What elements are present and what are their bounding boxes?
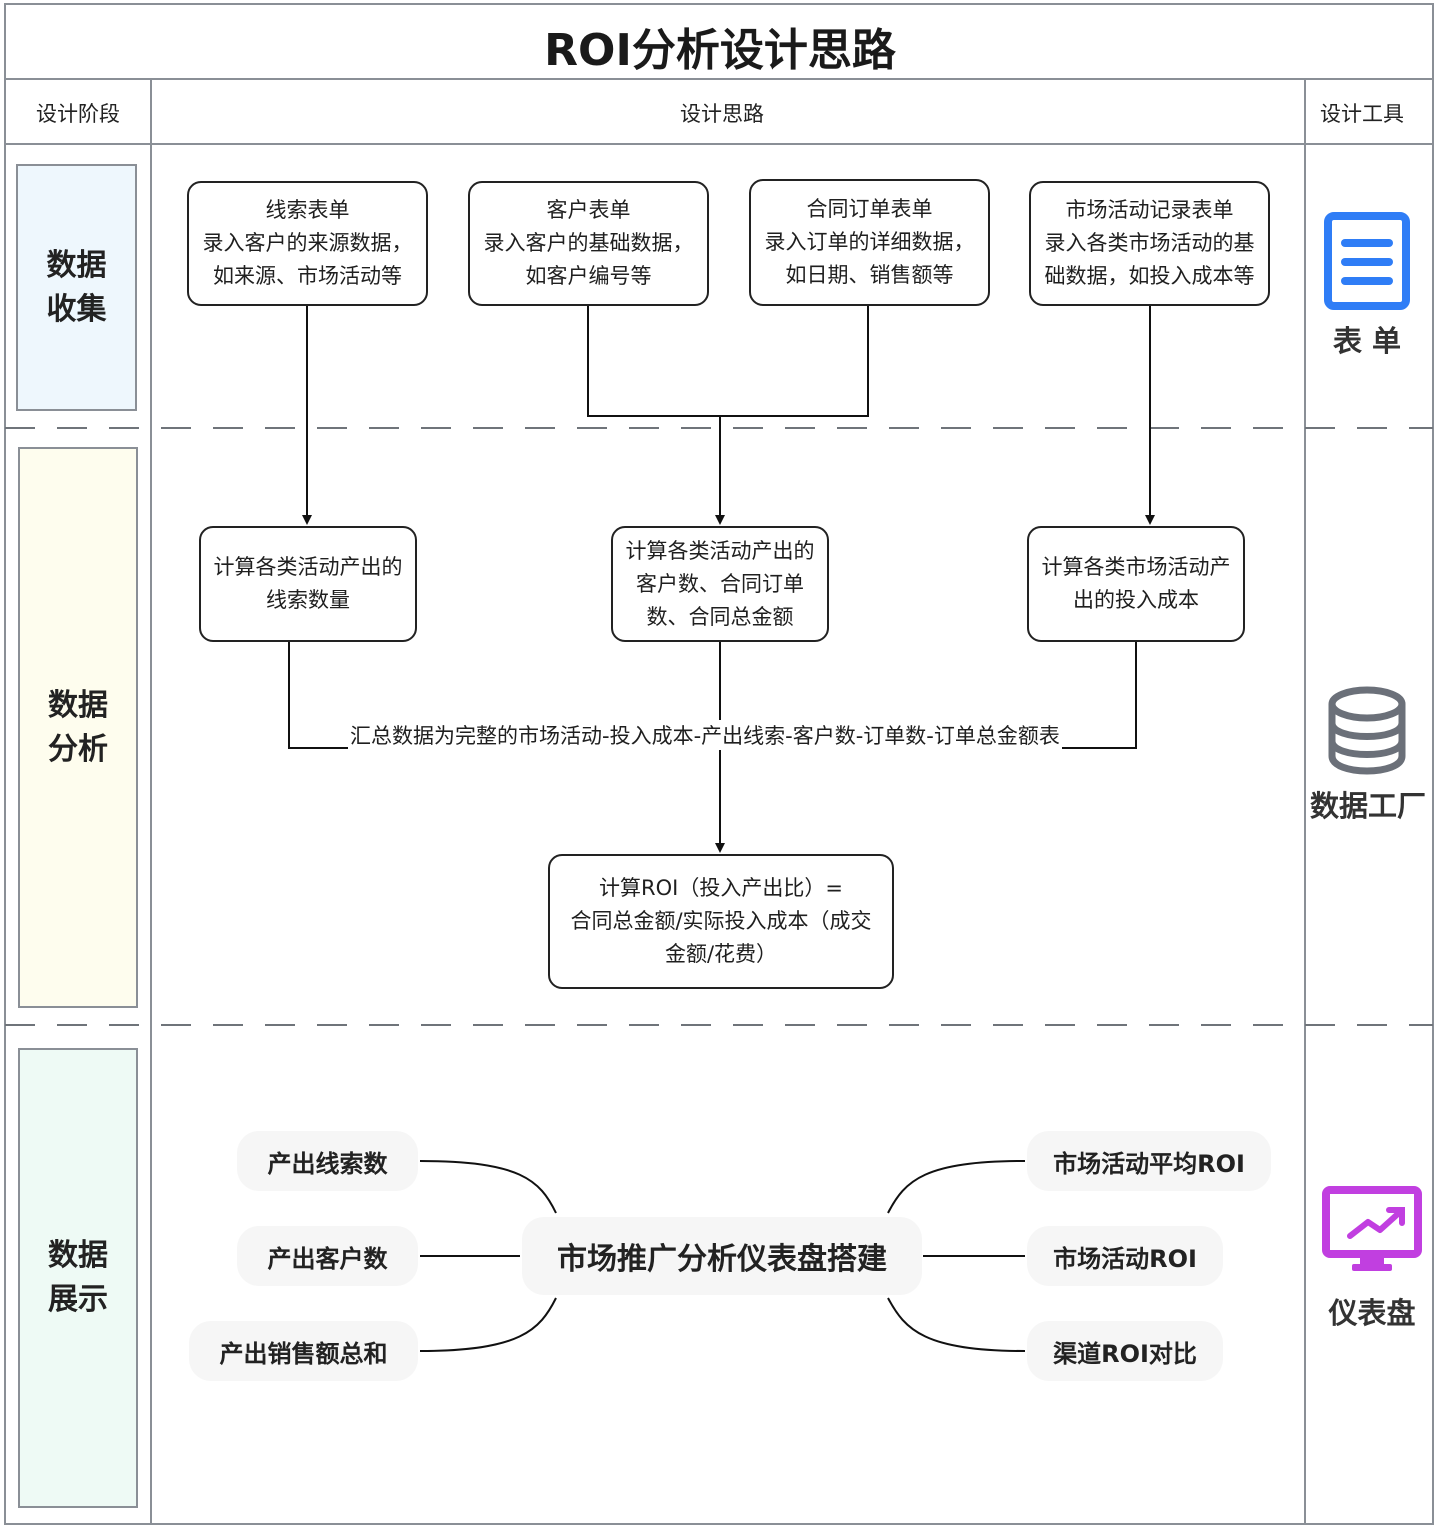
calc-text: 线索数量 (266, 588, 350, 612)
form-box-order: 合同订单表单 录入订单的详细数据， 如日期、销售额等 (749, 179, 990, 306)
form-box-clue: 线索表单 录入客户的来源数据， 如来源、市场活动等 (187, 181, 428, 306)
form-desc: 如日期、销售额等 (785, 263, 954, 287)
merge-label: 汇总数据为完整的市场活动-投入成本-产出线索-客户数-订单数-订单总金额表 (348, 720, 1062, 750)
stage-collect: 数据收集 (16, 164, 137, 411)
form-title: 市场活动记录表单 (1065, 198, 1234, 222)
form-desc: 如来源、市场活动等 (213, 264, 402, 288)
stage-analyze: 数据分析 (18, 447, 138, 1008)
dashboard-right-node: 市场活动ROI (1027, 1226, 1223, 1286)
calc-box-customers: 计算各类活动产出的 客户数、合同订单 数、合同总金额 (611, 526, 829, 642)
form-desc: 录入客户的基础数据， (483, 231, 694, 255)
calc-text: 计算各类市场活动产 (1041, 555, 1231, 579)
calc-text: 客户数、合同订单 (636, 571, 804, 596)
stage-collect-label: 数据收集 (46, 247, 107, 327)
header-stage: 设计阶段 (36, 102, 120, 126)
form-icon (1324, 212, 1410, 310)
stage-analyze-label: 数据分析 (48, 687, 108, 767)
roi-box: 计算ROI（投入产出比）= 合同总金额/实际投入成本（成交 金额/花费） (548, 854, 894, 989)
form-box-customer: 客户表单 录入客户的基础数据， 如客户编号等 (468, 181, 709, 306)
calc-box-cost: 计算各类市场活动产 出的投入成本 (1027, 526, 1245, 642)
database-icon (1328, 686, 1406, 775)
dashboard-left-node: 产出销售额总和 (189, 1321, 418, 1381)
form-title: 线索表单 (265, 198, 350, 222)
form-title: 合同订单表单 (806, 197, 933, 221)
curve-right-top (887, 1160, 1026, 1214)
calc-text: 数、合同总金额 (646, 604, 794, 629)
page-title: ROI分析设计思路 (544, 25, 896, 76)
dashboard-center-node: 市场推广分析仪表盘搭建 (522, 1217, 922, 1295)
roi-text: 金额/花费） (664, 942, 778, 966)
header-tool: 设计工具 (1320, 102, 1404, 126)
curve-right-bottom (887, 1297, 1026, 1352)
calc-text: 出的投入成本 (1073, 588, 1199, 612)
roi-text: 计算ROI（投入产出比）= (599, 876, 843, 900)
connector-customer-order (587, 306, 869, 417)
form-desc: 础数据，如投入成本等 (1044, 264, 1255, 288)
dashboard-left-node: 产出客户数 (237, 1226, 418, 1286)
form-desc: 录入客户的来源数据， (202, 231, 413, 255)
calc-text: 计算各类活动产出的 (213, 555, 403, 579)
tool-label-factory: 数据工厂 (1310, 789, 1427, 823)
roi-text: 合同总金额/实际投入成本（成交 (570, 909, 872, 933)
monitor-chart-icon (1322, 1186, 1422, 1271)
tool-label-dashboard: 仪表盘 (1328, 1296, 1416, 1330)
form-title: 客户表单 (546, 198, 631, 222)
form-desc: 录入订单的详细数据， (764, 230, 975, 254)
tool-label-form: 表 单 (1332, 324, 1402, 358)
form-desc: 录入各类市场活动的基 (1044, 231, 1255, 255)
outer-frame (4, 3, 1434, 1525)
curve-left-bottom (419, 1297, 557, 1352)
calc-text: 计算各类活动产出的 (625, 538, 815, 563)
header-idea: 设计思路 (680, 102, 764, 126)
form-desc: 如客户编号等 (525, 264, 652, 288)
stage-display-label: 数据展示 (48, 1238, 108, 1317)
form-box-market: 市场活动记录表单 录入各类市场活动的基 础数据，如投入成本等 (1029, 181, 1270, 306)
curve-left-top (419, 1160, 557, 1214)
dashboard-right-node: 市场活动平均ROI (1027, 1131, 1271, 1191)
dashboard-right-node: 渠道ROI对比 (1027, 1321, 1223, 1381)
stage-display: 数据展示 (18, 1048, 138, 1508)
calc-box-clues: 计算各类活动产出的 线索数量 (199, 526, 417, 642)
dashboard-left-node: 产出线索数 (237, 1131, 418, 1191)
